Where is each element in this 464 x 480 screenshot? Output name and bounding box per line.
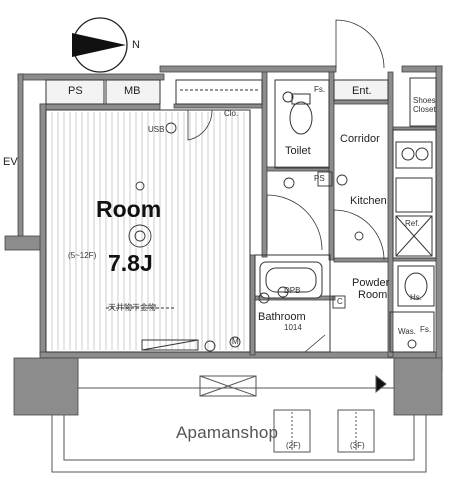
closet bbox=[175, 79, 263, 141]
entrance-label: Ent. bbox=[352, 85, 372, 97]
floor-3f-label: (3F) bbox=[350, 441, 365, 450]
bathroom-label: Bathroom bbox=[258, 311, 306, 323]
north-label: N bbox=[132, 39, 140, 51]
mb-label: MB bbox=[124, 85, 141, 97]
floor-note-label: (5~12F) bbox=[68, 251, 97, 260]
closet-label: Clo. bbox=[224, 109, 239, 118]
room-label: Room bbox=[96, 196, 162, 222]
kitchen bbox=[333, 129, 437, 261]
fixtures bbox=[106, 122, 364, 352]
toilet bbox=[274, 79, 330, 169]
bath-size-label: 1014 bbox=[284, 323, 302, 332]
compass bbox=[72, 17, 128, 73]
ceiling-note-label: 天井物干金物 bbox=[108, 303, 156, 312]
ps-label: PS bbox=[314, 174, 325, 183]
walls bbox=[4, 65, 443, 416]
dpb-label: DPB bbox=[284, 286, 301, 295]
powder-room-label-2: Room bbox=[358, 289, 388, 301]
powder-room-label-1: Powder bbox=[352, 277, 390, 289]
door-swing bbox=[266, 194, 323, 251]
sliding-door bbox=[141, 339, 199, 351]
fs2-label: Fs. bbox=[420, 325, 432, 334]
room-flooring bbox=[51, 112, 245, 350]
powder-room bbox=[389, 265, 435, 353]
m-label: M bbox=[232, 337, 239, 346]
usb-label: USB bbox=[148, 125, 165, 134]
corridor-label: Corridor bbox=[340, 133, 380, 145]
floor-2f-label: (2F) bbox=[286, 441, 301, 450]
toilet-label: Toilet bbox=[285, 145, 311, 157]
balcony bbox=[51, 357, 427, 473]
washer-label: Was. bbox=[398, 327, 416, 336]
fs-label: Fs. bbox=[314, 85, 326, 94]
ev-label: EV bbox=[3, 156, 18, 168]
ps-shaft-label: PS bbox=[68, 85, 83, 97]
shoes-closet-label-2: Closet bbox=[413, 105, 436, 114]
kitchen-label: Kitchen bbox=[350, 195, 387, 207]
north-arrow-icon bbox=[72, 33, 126, 57]
bathroom bbox=[254, 254, 331, 353]
entrance bbox=[333, 19, 437, 127]
room-size-label: 7.8J bbox=[108, 250, 153, 276]
shaft-row bbox=[45, 79, 161, 105]
ceiling-light-icon bbox=[128, 224, 152, 248]
hs-label: Hs. bbox=[410, 293, 422, 302]
c-label: C bbox=[337, 297, 343, 306]
shoes-closet-label-1: Shoes bbox=[413, 96, 436, 105]
watermark: Apamanshop bbox=[176, 423, 279, 442]
ref-label: Ref. bbox=[405, 219, 420, 228]
